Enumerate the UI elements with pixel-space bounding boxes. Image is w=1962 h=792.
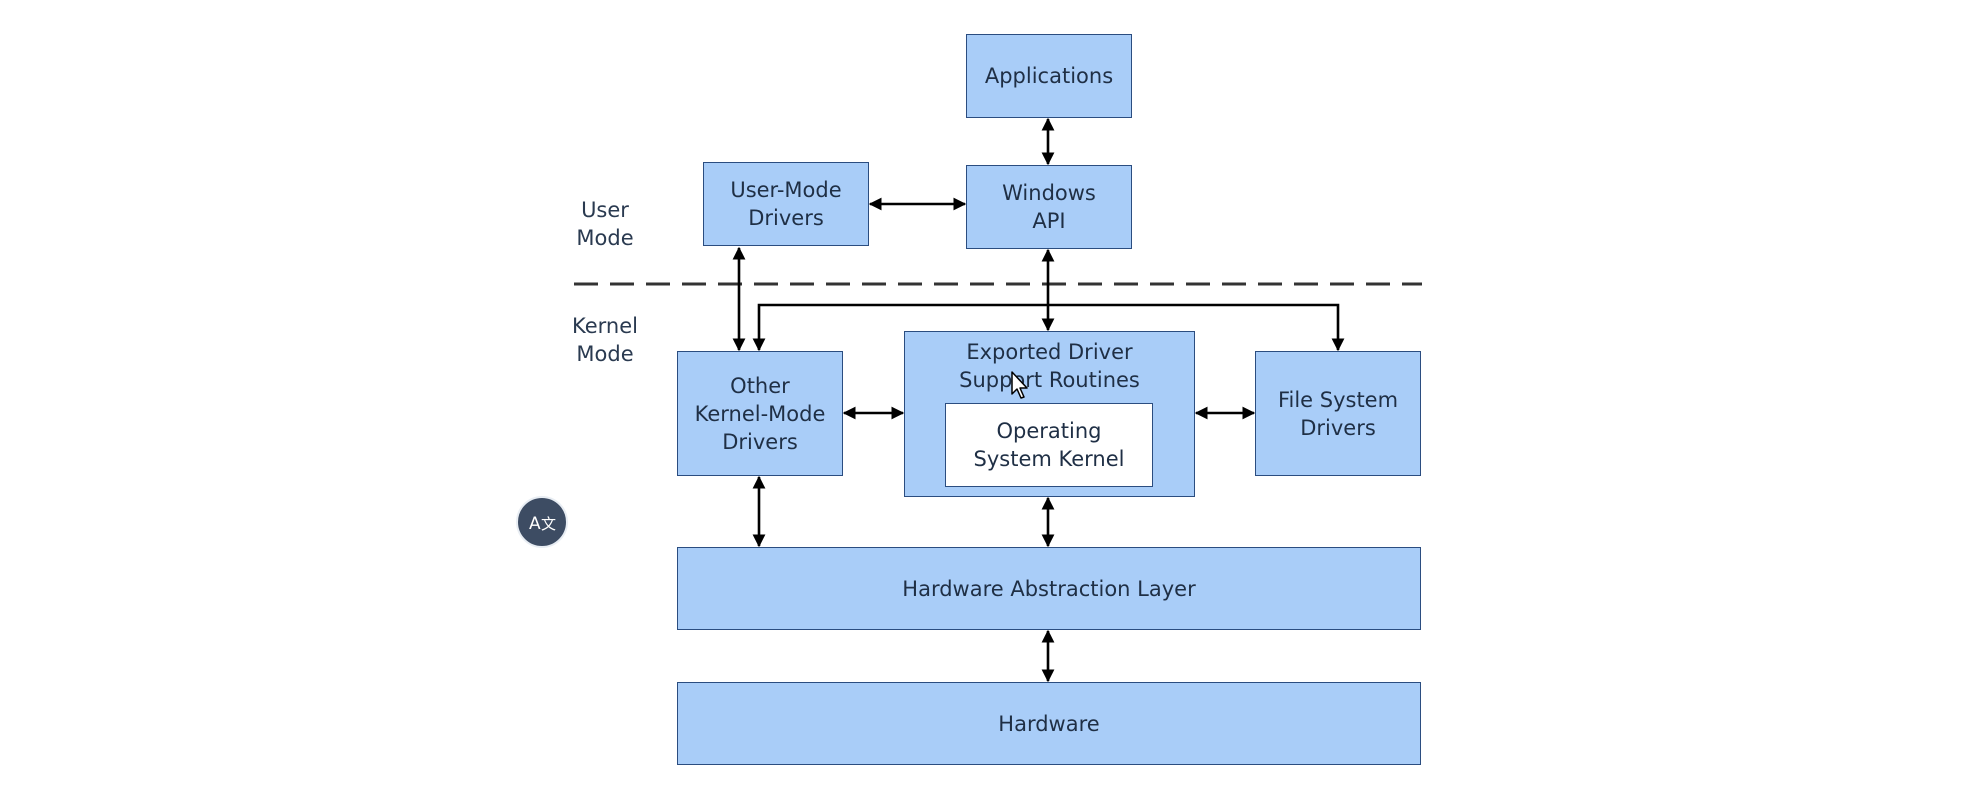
applications-box: Applications [966, 34, 1132, 118]
file-system-drivers-box: File System Drivers [1255, 351, 1421, 476]
user-mode-label: User Mode [576, 198, 634, 250]
hardware-box: Hardware [677, 682, 1421, 765]
arrow-api-branch-kernel-drivers [752, 303, 1048, 352]
hardware-abstraction-layer-box: Hardware Abstraction Layer [677, 547, 1421, 630]
kernel-mode-label: Kernel Mode [572, 314, 638, 366]
translate-icon[interactable]: A 文 [516, 496, 568, 548]
operating-system-kernel-box: Operating System Kernel [945, 403, 1153, 487]
user-mode-drivers-box: User-Mode Drivers [703, 162, 869, 246]
windows-api-box: Windows API [966, 165, 1132, 249]
translate-glyph: A 文 [529, 514, 556, 534]
svg-text:A: A [529, 514, 541, 534]
mouse-pointer-icon [1011, 371, 1028, 399]
other-kernel-mode-drivers-box: Other Kernel-Mode Drivers [677, 351, 843, 476]
exported-driver-support-routines-label: Exported Driver Support Routines [959, 340, 1140, 392]
arrow-api-branch-file-system-drivers [1048, 303, 1345, 352]
svg-text:文: 文 [541, 515, 556, 533]
